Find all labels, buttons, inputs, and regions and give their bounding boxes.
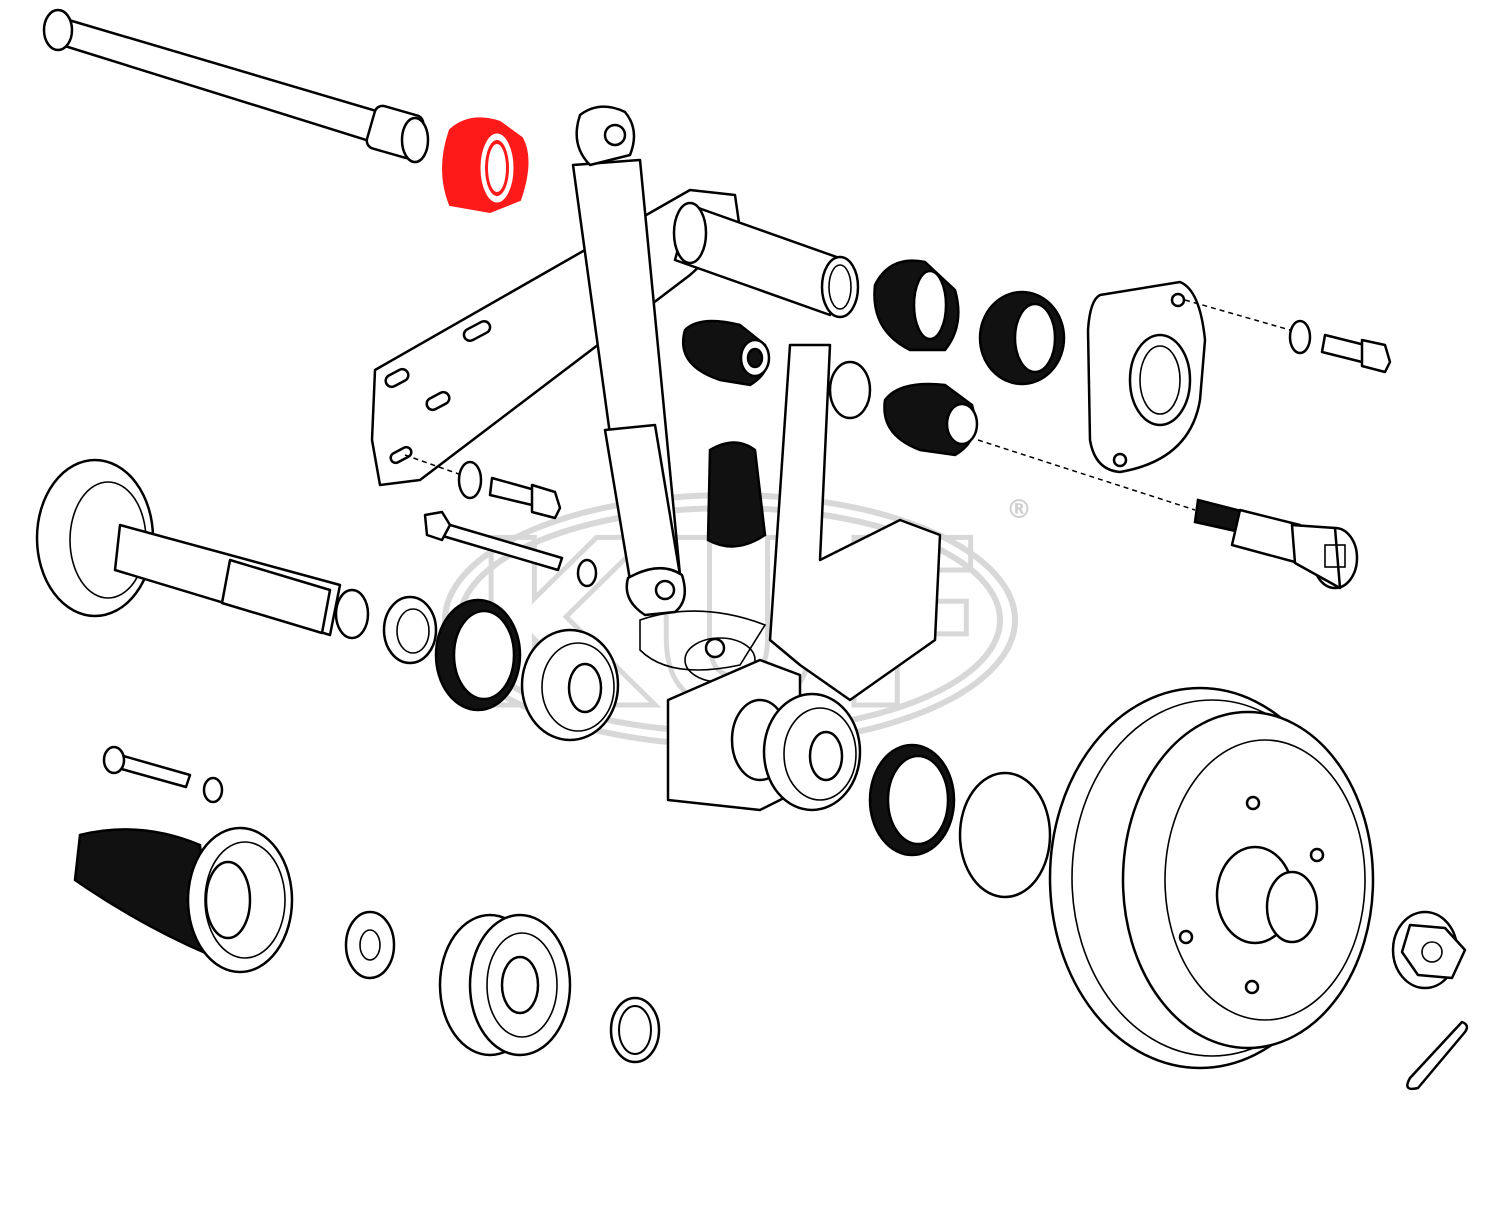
wheel-bearing-2: [762, 692, 862, 812]
brake-drum: [1048, 686, 1375, 1070]
dished-washer: [344, 910, 396, 980]
cv-boot: [73, 826, 294, 974]
o-ring: [958, 771, 1052, 899]
trailing-arm: [639, 343, 942, 702]
bump-stop: [706, 441, 767, 548]
castle-nut: [1391, 910, 1467, 990]
registered-mark: ®: [1006, 495, 1032, 525]
oil-seal-2: [868, 743, 956, 857]
axle-shaft: [35, 458, 370, 640]
bolt-and-washer-1: [1288, 319, 1392, 374]
long-bolt: [423, 510, 564, 572]
cv-joint: [438, 913, 572, 1057]
wheel-bearing-1: [520, 628, 620, 742]
circlip: [609, 996, 661, 1064]
spacer-ring: [382, 595, 438, 665]
cover-plate: [1086, 280, 1207, 474]
torsion-bar: [42, 8, 430, 164]
rubber-bushing-1: [682, 319, 771, 387]
bolt-and-washer-3: [102, 745, 224, 804]
rubber-bushing-2: [873, 259, 960, 352]
pivot-bolt: [1193, 498, 1359, 590]
shock-absorber: [571, 105, 687, 617]
small-washer: [576, 558, 598, 588]
torsion-bar-bushing-highlighted[interactable]: [442, 117, 529, 214]
oil-seal-1: [434, 598, 522, 712]
bolt-and-washer-2: [457, 460, 562, 520]
rubber-bushing-3: [978, 290, 1066, 386]
rubber-bushing-4: [883, 382, 979, 457]
pivot-tube: [672, 201, 860, 319]
cotter-pin: [1406, 1020, 1469, 1091]
